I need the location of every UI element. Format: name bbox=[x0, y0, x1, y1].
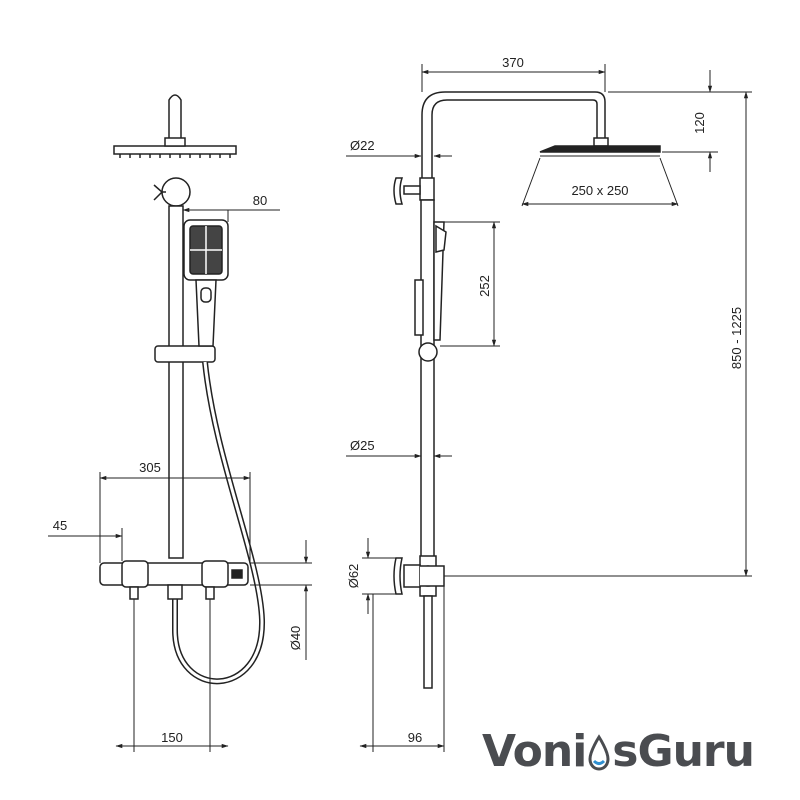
dim-head-offset: 370 bbox=[502, 55, 524, 70]
dim-wall-offset: 96 bbox=[408, 730, 422, 745]
dim-mixer-body-diameter: Ø62 bbox=[346, 564, 361, 589]
water-drop-icon bbox=[588, 731, 610, 775]
side-riser-rail bbox=[420, 199, 435, 561]
side-rain-head bbox=[539, 137, 661, 157]
front-hose bbox=[172, 361, 266, 685]
front-dimensions bbox=[48, 207, 312, 752]
brand-logo-part1: Voni bbox=[482, 725, 587, 777]
brand-logo-part2: sGuru bbox=[612, 725, 755, 777]
brand-logo: Voni sGuru bbox=[482, 724, 755, 778]
front-diverter bbox=[161, 177, 191, 207]
front-head-arm bbox=[168, 94, 182, 141]
side-mixer bbox=[393, 555, 445, 689]
front-inlet-right bbox=[205, 586, 215, 600]
front-thermostatic-mixer bbox=[99, 560, 249, 600]
side-shower-arm bbox=[421, 91, 606, 180]
side-hand-shower bbox=[414, 221, 447, 341]
front-view bbox=[99, 94, 266, 685]
side-slider bbox=[418, 342, 438, 362]
dimension-labels: 370 120 Ø22 250 x 250 252 850 - 1225 Ø25… bbox=[53, 55, 744, 745]
dim-mixer-width: 305 bbox=[139, 460, 161, 475]
dim-mixer-edge: 45 bbox=[53, 518, 67, 533]
dim-pipe-diameter-upper: Ø22 bbox=[350, 138, 375, 153]
front-slider bbox=[154, 345, 216, 363]
dim-inlet-spacing: 150 bbox=[161, 730, 183, 745]
dim-mixer-diameter: Ø40 bbox=[288, 626, 303, 651]
front-inlet-left bbox=[129, 586, 139, 600]
dim-head-drop: 120 bbox=[692, 112, 707, 134]
side-view bbox=[393, 91, 661, 689]
side-diverter bbox=[393, 177, 435, 205]
front-rain-head bbox=[113, 137, 237, 158]
side-dimensions bbox=[346, 64, 752, 752]
front-hand-shower bbox=[183, 219, 229, 347]
dim-height-range: 850 - 1225 bbox=[729, 307, 744, 369]
dim-pipe-diameter-lower: Ø25 bbox=[350, 438, 375, 453]
dim-handshower-offset: 80 bbox=[253, 193, 267, 208]
front-riser-rail bbox=[168, 205, 184, 559]
dim-head-size: 250 x 250 bbox=[571, 183, 628, 198]
dim-handshower-length: 252 bbox=[477, 275, 492, 297]
